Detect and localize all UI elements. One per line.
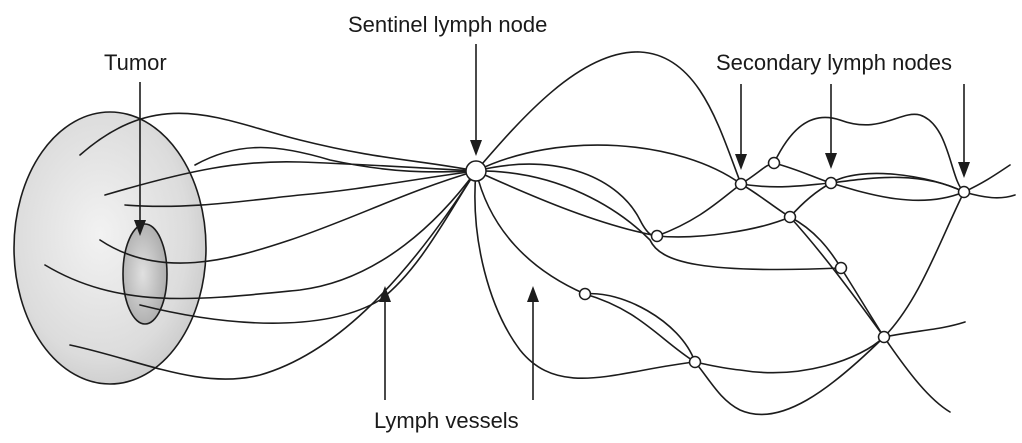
secondary-node-2: [769, 158, 780, 169]
secondary-node-5: [785, 212, 796, 223]
arrow-secondary-2: [825, 84, 837, 169]
secondary-lymph-nodes-label: Secondary lymph nodes: [716, 52, 952, 74]
vessel-14: [475, 171, 695, 378]
sentinel-lymph-node: [466, 161, 486, 181]
vessel-16: [657, 163, 774, 236]
vessel-27: [964, 192, 1015, 198]
tissue-region: [14, 112, 206, 384]
arrow-secondary-1: [735, 84, 747, 170]
secondary-node-6: [652, 231, 663, 242]
vessel-21: [774, 114, 964, 192]
arrow-vessels-2: [527, 286, 539, 400]
secondary-node-7: [836, 263, 847, 274]
vessel-25: [695, 337, 884, 415]
lymph-vessels-label: Lymph vessels: [374, 410, 519, 432]
vessel-17: [741, 184, 841, 268]
arrow-vessels-1: [379, 286, 391, 400]
tumor-label: Tumor: [104, 52, 167, 74]
vessel-11: [476, 164, 657, 236]
sentinel-lymph-node-label: Sentinel lymph node: [348, 14, 547, 36]
secondary-node-9: [690, 357, 701, 368]
vessel-26: [585, 294, 695, 362]
vessel-22: [695, 192, 964, 373]
arrow-sentinel: [470, 44, 482, 156]
secondary-node-3: [826, 178, 837, 189]
vessel-20: [790, 165, 1010, 217]
secondary-node-4: [959, 187, 970, 198]
arrow-secondary-3: [958, 84, 970, 178]
secondary-node-10: [879, 332, 890, 343]
secondary-node-1: [736, 179, 747, 190]
secondary-node-8: [580, 289, 591, 300]
